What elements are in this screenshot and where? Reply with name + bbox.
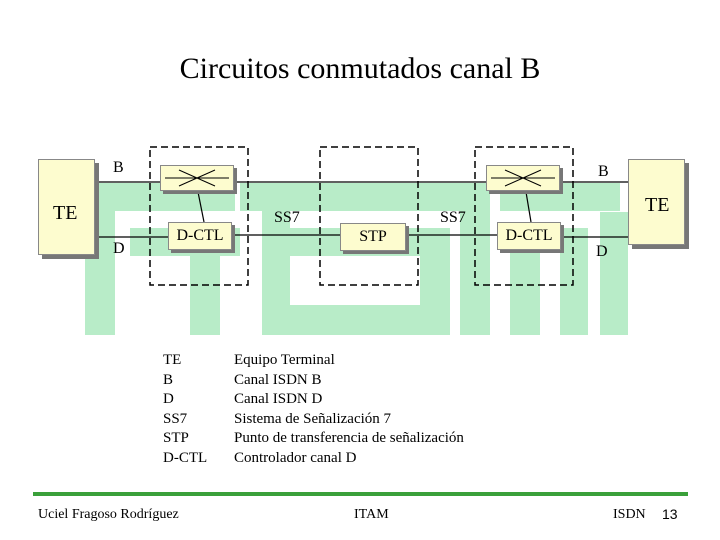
legend-desc: Equipo Terminal bbox=[234, 352, 335, 368]
switch-left bbox=[160, 165, 234, 191]
legend-term: STP bbox=[163, 430, 189, 446]
legend-desc: Controlador canal D bbox=[234, 449, 357, 466]
exchange-right-enclosure bbox=[474, 146, 574, 286]
channel-lines bbox=[95, 181, 640, 238]
dctl-left-box: D-CTL bbox=[168, 222, 232, 250]
control-link-line bbox=[197, 191, 205, 223]
d-left-label: D bbox=[113, 240, 125, 257]
legend-term: TE bbox=[163, 352, 182, 368]
legend-descriptions: Equipo Terminal Canal ISDN B Canal ISDN … bbox=[234, 351, 464, 468]
te-left-label: TE bbox=[53, 202, 78, 224]
page-number: 13 bbox=[662, 506, 678, 522]
control-link-line bbox=[525, 191, 532, 223]
legend-desc: Sistema de Señalización 7 bbox=[234, 410, 392, 427]
footer-topic: ISDN bbox=[613, 507, 646, 522]
d-right-label: D bbox=[596, 243, 608, 260]
legend-term: SS7 bbox=[163, 410, 188, 427]
switch-right-icon bbox=[491, 169, 555, 187]
legend-desc: Canal ISDN B bbox=[234, 371, 322, 388]
legend-term: D-CTL bbox=[163, 449, 208, 466]
dctl-right-box: D-CTL bbox=[497, 222, 561, 250]
legend-desc: Canal ISDN D bbox=[234, 391, 323, 407]
terminal-equipment-left: TE bbox=[38, 159, 95, 255]
switch-right bbox=[486, 165, 560, 191]
te-right-label: TE bbox=[645, 194, 670, 216]
footer-author: Uciel Fragoso Rodríguez bbox=[38, 507, 179, 522]
b-right-label: B bbox=[598, 163, 609, 180]
legend-term: B bbox=[163, 371, 174, 388]
legend-desc: Punto de transferencia de señalización bbox=[234, 430, 464, 446]
page-title: Circuitos conmutados canal B bbox=[179, 52, 541, 85]
itam-watermark bbox=[85, 183, 628, 335]
legend-term: D bbox=[163, 391, 174, 407]
b-left-label: B bbox=[113, 159, 124, 176]
ss7-right-label: SS7 bbox=[440, 209, 466, 226]
switch-left-icon bbox=[165, 169, 229, 187]
exchange-enclosures bbox=[149, 146, 574, 286]
exchange-left-enclosure bbox=[149, 146, 249, 286]
terminal-equipment-right: TE bbox=[628, 159, 685, 245]
footer-divider bbox=[33, 492, 688, 496]
stp-box: STP bbox=[340, 223, 406, 251]
footer-institution: ITAM bbox=[354, 507, 389, 522]
legend-terms: TE B D SS7 STP D-CTL bbox=[163, 351, 207, 468]
stp-enclosure bbox=[319, 146, 419, 286]
ss7-left-label: SS7 bbox=[274, 209, 300, 226]
